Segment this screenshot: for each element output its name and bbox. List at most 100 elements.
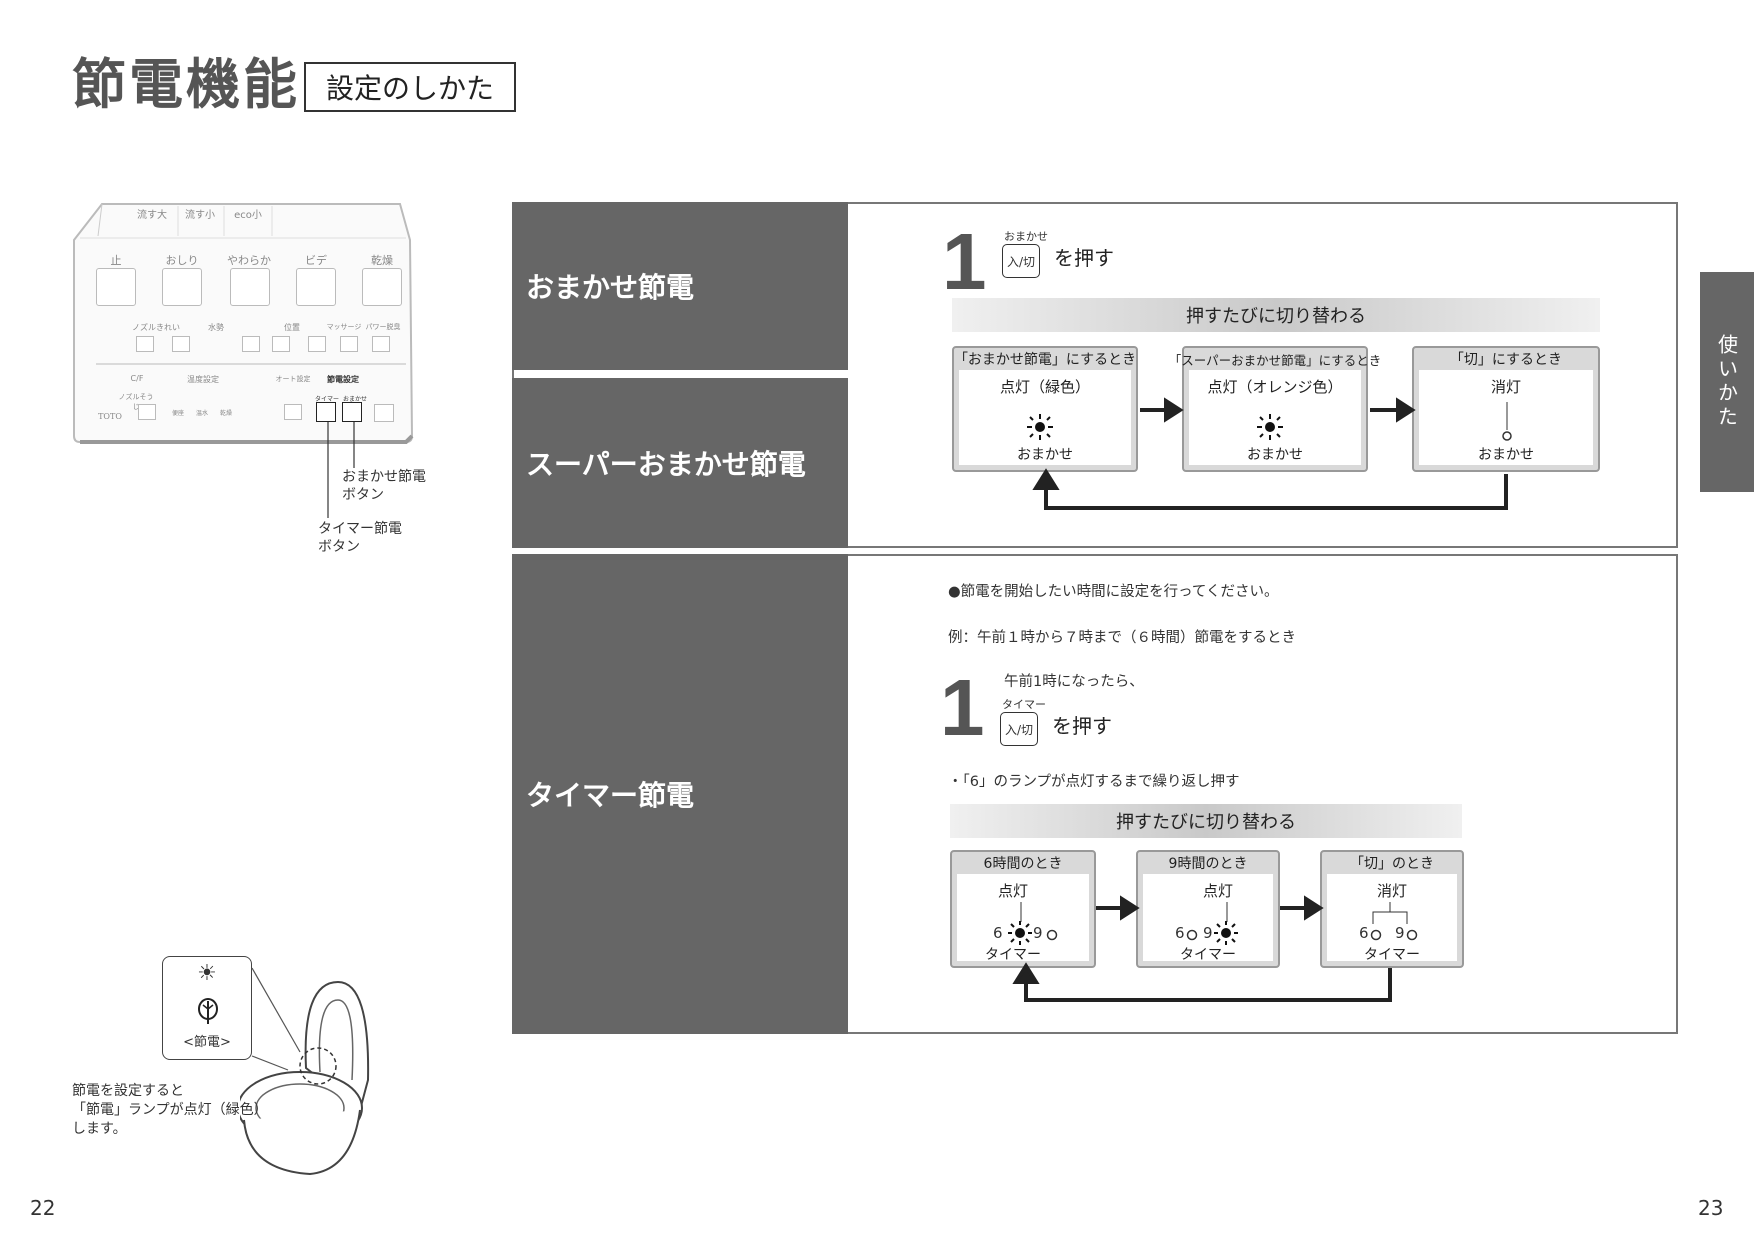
super-omakase-state-orange: 「スーパーおまかせ節電」にするとき 点灯（オレンジ色） おまかせ — [1169, 346, 1381, 472]
state-status: 点灯（オレンジ色） — [1207, 378, 1343, 396]
stop-label: 止 — [110, 254, 122, 267]
timer-step-number: 1 — [940, 663, 985, 752]
lamp-off-icon — [1186, 929, 1198, 941]
lamp-zoom-box: ☀ <節電> — [162, 956, 252, 1060]
timer-power-save-button[interactable] — [316, 402, 336, 422]
digit-6: 6 — [1359, 924, 1369, 942]
nozzle-clean-label: ノズルきれい — [132, 323, 180, 332]
state-title: 「おまかせ節電」にするとき — [953, 352, 1137, 368]
dry-label: 乾燥 — [371, 254, 393, 267]
omakase-key-caption: おまかせ — [1004, 230, 1048, 243]
flush-large-label: 流す大 — [137, 210, 167, 221]
digit-9: 9 — [1203, 924, 1213, 942]
settings-confirm-button[interactable] — [374, 404, 394, 422]
state-lamp-label: タイマー — [985, 947, 1041, 963]
side-tab[interactable]: 使いかた — [1700, 272, 1754, 492]
power-deodorize-label: パワー脱臭 — [365, 323, 401, 331]
flush-small-label: 流す小 — [185, 210, 215, 221]
timer-mini-label: タイマー — [314, 396, 339, 403]
pressure-up-button[interactable] — [242, 336, 260, 352]
soft-wash-label: やわらか — [227, 254, 271, 267]
lamp-off-icon — [1046, 929, 1058, 941]
timer-state-9h: 9時間のとき 点灯 6 9 タイマー — [1136, 850, 1280, 968]
power-deodorize-button[interactable] — [372, 336, 390, 352]
nozzle-clean-button[interactable] — [136, 336, 154, 352]
digit-6: 6 — [1175, 924, 1185, 942]
state-title: 「切」のとき — [1350, 856, 1434, 872]
timer-note-example: 例：午前１時から７時まで（６時間）節電をするとき — [948, 630, 1296, 646]
state-status: 点灯 — [997, 882, 1028, 900]
omakase-on-off-key[interactable]: 入/切 — [1002, 244, 1040, 278]
omakase-cycle-arrows — [1032, 397, 1508, 510]
title-badge: 設定のしかた — [304, 62, 516, 112]
pressure-down-button[interactable] — [172, 336, 190, 352]
lamp-off-icon — [1406, 929, 1418, 941]
timer-press-text: を押す — [1052, 714, 1112, 738]
digit-6: 6 — [993, 924, 1003, 942]
sun-icon: ☀ — [197, 961, 217, 986]
lamp-label: <節電> — [183, 1035, 231, 1050]
page-number-left: 22 — [30, 1196, 56, 1220]
rear-wash-button[interactable] — [162, 268, 202, 306]
lamp-on-icon — [1214, 921, 1238, 945]
timer-section-heading: タイマー節電 — [512, 554, 848, 1034]
lamp-pointer — [1020, 902, 1022, 922]
rear-wash-label: おしり — [165, 254, 199, 267]
toilet-drawing — [240, 967, 370, 1176]
callout-lines — [327, 422, 355, 518]
state-lamp-label: おまかせ — [1017, 447, 1073, 463]
lamp-on-icon — [1008, 921, 1032, 945]
eco-small-label: eco小 — [234, 210, 262, 221]
state-title: 「切」にするとき — [1449, 352, 1563, 368]
toilet-caption: 節電を設定すると 「節電」ランプが点灯（緑色） します。 — [72, 1083, 268, 1137]
timer-pre-text: 午前1時になったら、 — [1004, 674, 1144, 690]
omakase-section — [512, 202, 1678, 548]
auto-setting-label: オート設定 — [275, 375, 311, 383]
state-status: 点灯 — [1202, 882, 1233, 900]
state-status: 消灯 — [1376, 882, 1407, 900]
omakase-state-off: 「切」にするとき 消灯 おまかせ — [1412, 346, 1600, 472]
lamp-pointer — [1226, 902, 1228, 922]
lamp-on-icon — [1257, 414, 1283, 440]
lamp-off-icon — [1502, 402, 1512, 441]
temp-setting-label: 温度設定 — [187, 375, 219, 384]
position-up-button[interactable] — [272, 336, 290, 352]
state-lamp-label: タイマー — [1180, 947, 1236, 963]
lamp-bracket — [1372, 902, 1408, 924]
nozzle-clean-setting-label: ノズルそうじ — [118, 393, 154, 411]
massage-button[interactable] — [340, 336, 358, 352]
lamp-off-icon — [1370, 929, 1382, 941]
omakase-power-save-button[interactable] — [342, 402, 362, 422]
remote-panel-illustration: 流す大 流す小 eco小 止 おしり やわらか ビデ 乾燥 ノズルきれい 水勢 … — [72, 200, 434, 446]
soft-wash-button[interactable] — [230, 268, 270, 306]
auto-setting-button[interactable] — [284, 404, 302, 420]
nozzle-clean-setting-button[interactable] — [138, 404, 156, 420]
timer-state-6h: 6時間のとき 点灯 6 9 タイマー — [950, 850, 1096, 968]
omakase-step-number: 1 — [942, 217, 987, 306]
position-down-button[interactable] — [308, 336, 326, 352]
stop-button[interactable] — [96, 268, 136, 306]
page-title: 節電機能 — [72, 53, 300, 116]
super-omakase-section-heading: スーパーおまかせ節電 — [512, 378, 848, 548]
timer-button-callout: タイマー節電 ボタン — [318, 521, 402, 555]
timer-toggle-banner: 押すたびに切り替わる — [950, 804, 1462, 838]
massage-label: マッサージ — [326, 323, 362, 331]
omakase-section-heading: おまかせ節電 — [512, 202, 848, 370]
brand-logo: TOTO — [98, 412, 122, 421]
timer-repeat-note: ・「6」のランプが点灯するまで繰り返し押す — [948, 774, 1240, 790]
leaf-icon — [198, 998, 218, 1024]
omakase-toggle-banner: 押すたびに切り替わる — [952, 298, 1600, 332]
bidet-button[interactable] — [296, 268, 336, 306]
timer-on-off-key[interactable]: 入/切 — [1000, 712, 1038, 746]
omakase-press-text: を押す — [1054, 246, 1114, 270]
page-number-right: 23 — [1698, 1196, 1724, 1220]
state-lamp-label: タイマー — [1364, 947, 1420, 963]
cf-label: C/F — [130, 374, 144, 383]
timer-state-off: 「切」のとき 消灯 6 9 タイマー — [1320, 850, 1464, 968]
state-status: 点灯（緑色） — [999, 378, 1090, 396]
dry-button[interactable] — [362, 268, 402, 306]
timer-key-caption: タイマー — [1002, 698, 1046, 711]
lamp-on-icon — [1027, 414, 1053, 440]
omakase-state-green: 「おまかせ節電」にするとき 点灯（緑色） おまかせ — [952, 346, 1138, 472]
state-title: 9時間のとき — [1168, 856, 1248, 872]
